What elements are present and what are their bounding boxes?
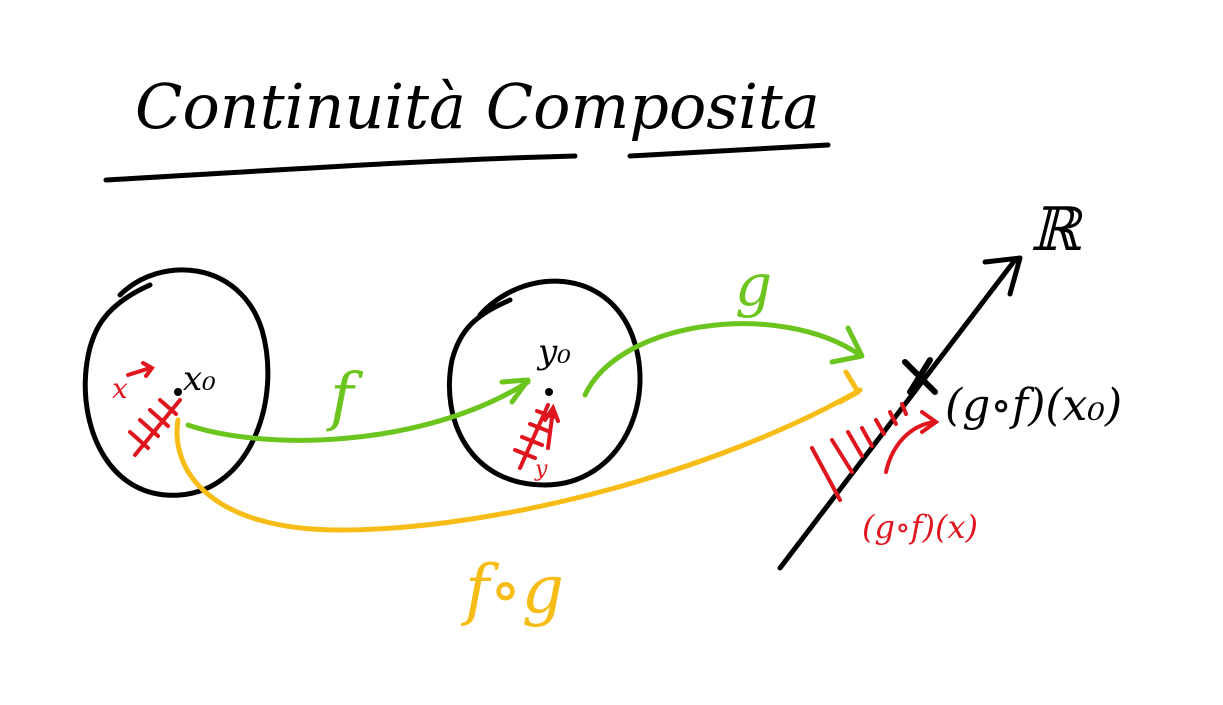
label-y-near: y [534, 457, 548, 482]
arrow-g [582, 321, 863, 398]
label-image-x: (g∘f)(x) [862, 508, 978, 546]
arrow-composite-head [837, 369, 861, 405]
domain-set-x [82, 267, 271, 498]
label-g: g [735, 251, 772, 319]
label-y0: y₀ [536, 332, 571, 372]
title-underline [103, 142, 831, 183]
point-x0 [174, 388, 182, 396]
label-x0: x₀ [183, 359, 216, 399]
label-real-line: ℝ [1030, 195, 1084, 265]
page-title: Continuità Composita [135, 70, 820, 143]
arrow-g-head [829, 325, 865, 365]
arrow-composite [174, 387, 863, 533]
label-x-near: x [112, 372, 128, 405]
point-y0 [545, 388, 553, 396]
label-f: f [326, 360, 364, 434]
real-line-axis [777, 257, 1018, 571]
arrow-f [185, 379, 531, 443]
cross-image-x0 [902, 357, 938, 395]
arrow-f-head [499, 377, 531, 405]
intermediate-set-y [446, 278, 643, 488]
label-image-x0: (g∘f)(x₀) [945, 380, 1122, 431]
neighborhood-image [810, 402, 940, 502]
label-composite: f∘g [460, 551, 564, 628]
real-line-arrowhead [982, 255, 1023, 297]
neighborhood-x [126, 361, 182, 457]
neighborhood-y [513, 403, 560, 470]
